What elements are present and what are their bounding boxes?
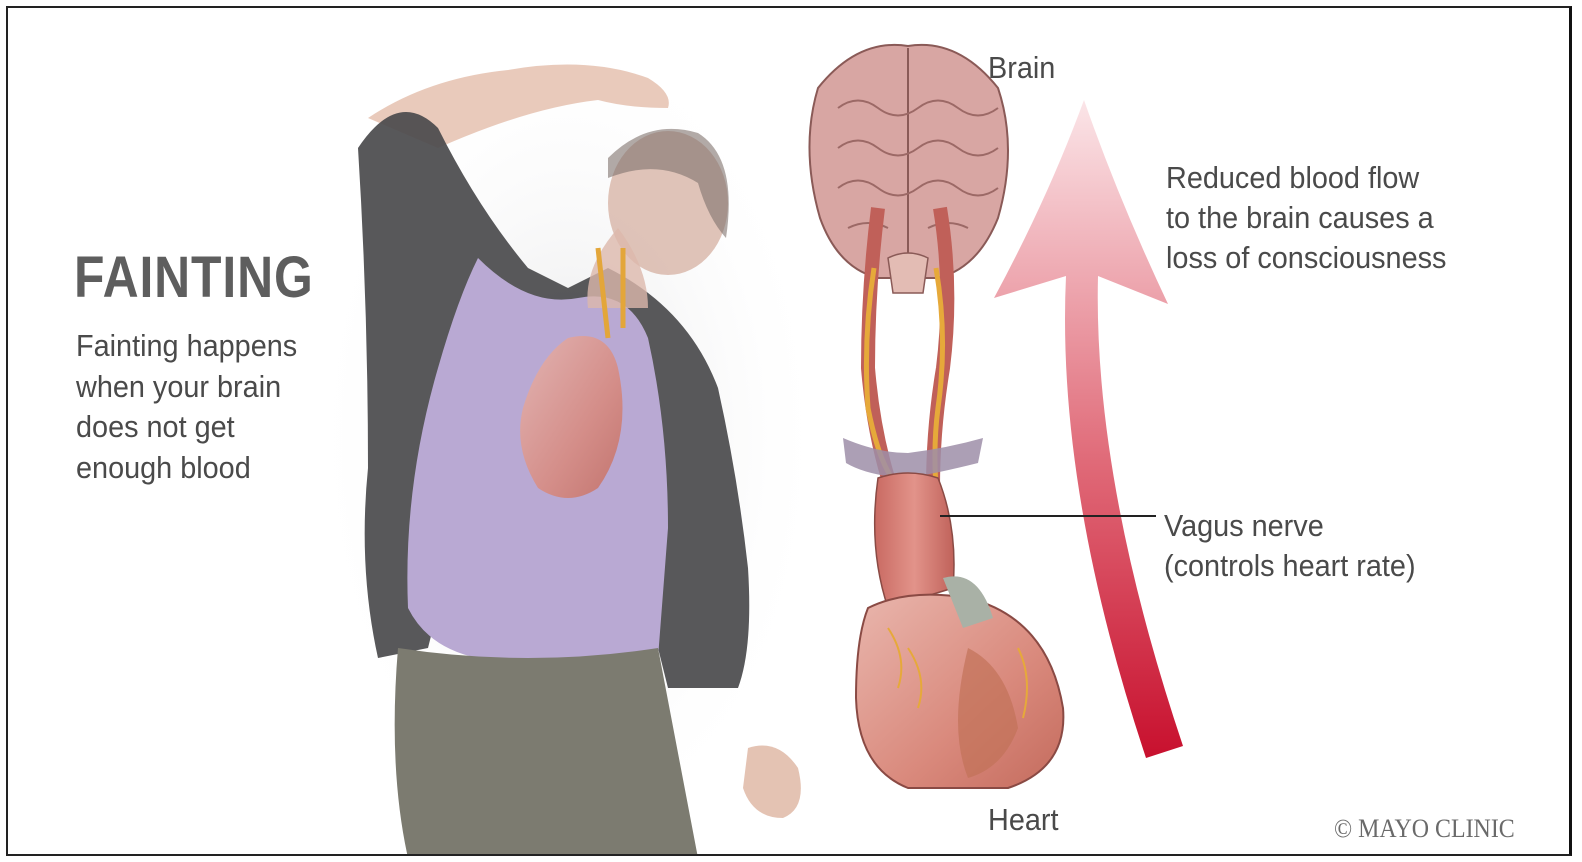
- description-line: does not get: [76, 407, 355, 448]
- brain-illustration: [809, 45, 1008, 293]
- copyright: © MAYO CLINIC: [1334, 814, 1515, 844]
- blood-flow-line: to the brain causes a: [1166, 198, 1501, 238]
- description-line: enough blood: [76, 448, 355, 489]
- illustration-frame: FAINTING Fainting happens when your brai…: [6, 6, 1572, 856]
- vagus-nerve-label: Vagus nerve (controls heart rate): [1164, 506, 1416, 586]
- brain-label: Brain: [988, 50, 1055, 86]
- heart-label: Heart: [988, 802, 1059, 838]
- blood-flow-line: loss of consciousness: [1166, 238, 1501, 278]
- vagus-line: Vagus nerve: [1164, 506, 1416, 546]
- description-line: when your brain: [76, 367, 355, 408]
- description: Fainting happens when your brain does no…: [76, 326, 355, 488]
- heart-illustration: [856, 473, 1063, 788]
- blood-flow-line: Reduced blood flow: [1166, 158, 1501, 198]
- description-line: Fainting happens: [76, 326, 355, 367]
- blood-flow-label: Reduced blood flow to the brain causes a…: [1166, 158, 1501, 278]
- page-title: FAINTING: [74, 244, 314, 311]
- vagus-line: (controls heart rate): [1164, 546, 1416, 586]
- fainting-person: [308, 18, 828, 856]
